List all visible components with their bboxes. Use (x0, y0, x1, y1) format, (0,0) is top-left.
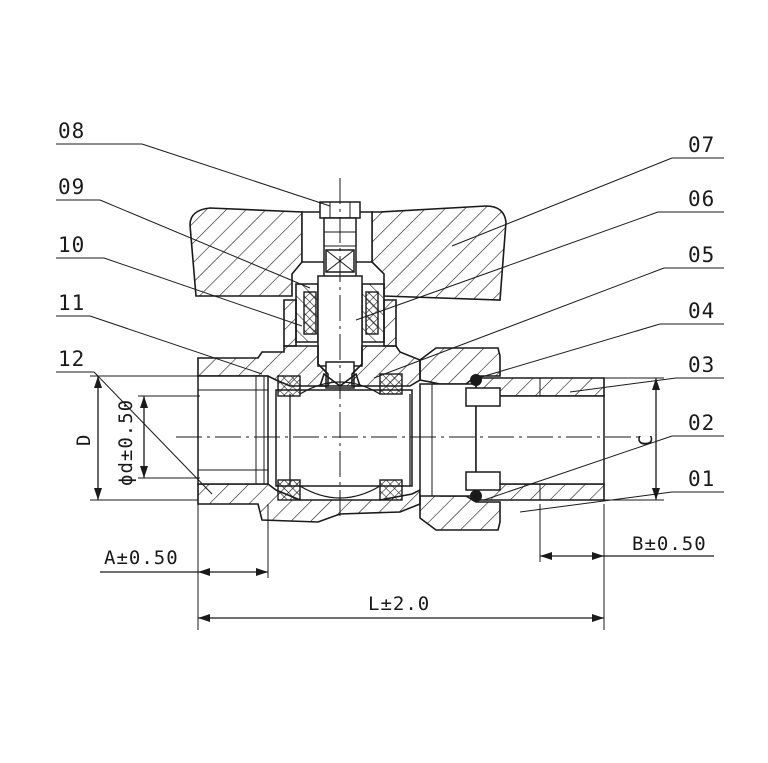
dim-d-label: D (73, 434, 95, 446)
dim-phi-d-label: ϕd±0.50 (115, 399, 137, 486)
gland-packing (283, 283, 397, 347)
o-ring-bottom (470, 490, 482, 502)
label-12: 12 (58, 347, 85, 371)
union-nut (419, 347, 501, 531)
label-04: 04 (688, 299, 715, 323)
label-05: 05 (688, 243, 715, 267)
label-08: 08 (58, 119, 85, 143)
label-02: 02 (688, 411, 715, 435)
label-07: 07 (688, 133, 715, 157)
tailpiece (465, 374, 605, 502)
leader-lines (56, 143, 724, 513)
label-06: 06 (688, 187, 715, 211)
label-11: 11 (58, 291, 85, 315)
center-lines (176, 178, 640, 520)
dimension-lines (90, 375, 714, 630)
dimension-labels: D ϕd±0.50 C A±0.50 B±0.50 L±2.0 (73, 399, 707, 615)
o-ring-top (470, 374, 482, 386)
label-03: 03 (688, 353, 715, 377)
valve-body (197, 345, 421, 523)
handle (189, 205, 507, 301)
dim-b-label: B±0.50 (632, 533, 707, 555)
dim-l-label: L±2.0 (368, 593, 430, 615)
dim-a-label: A±0.50 (104, 547, 179, 569)
label-09: 09 (58, 175, 85, 199)
label-10: 10 (58, 233, 85, 257)
part-labels: 08 09 10 11 12 07 06 05 04 03 02 01 (58, 119, 715, 491)
dim-c-label: C (635, 434, 657, 446)
label-01: 01 (688, 467, 715, 491)
